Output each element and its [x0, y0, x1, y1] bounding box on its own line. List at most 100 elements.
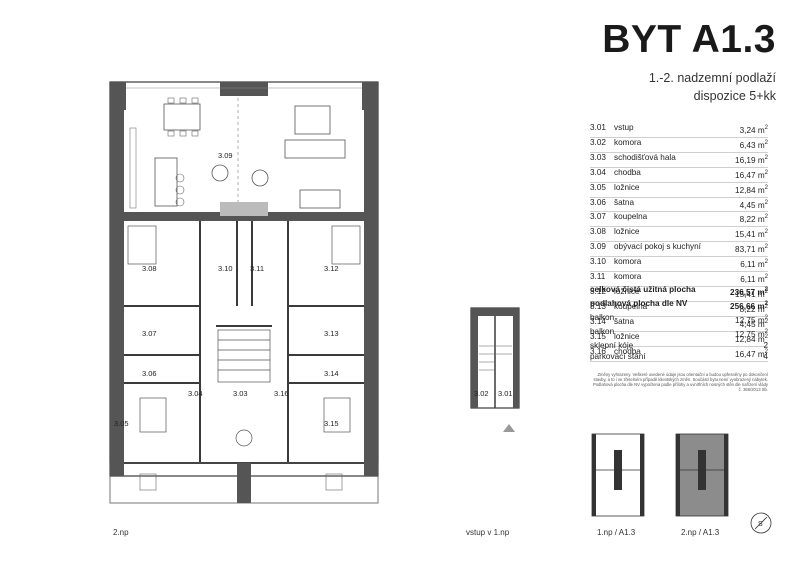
room-area: 8,22	[739, 304, 756, 314]
extra-value: 4	[763, 351, 768, 361]
room-name: obývací pokoj s kuchyní	[614, 242, 701, 252]
room-name: ložnice	[614, 227, 640, 237]
extra-value: 12,75	[735, 329, 756, 339]
mini-plan-1np	[591, 433, 645, 517]
room-label-314: 3.14	[324, 369, 339, 378]
room-name: komora	[614, 272, 642, 282]
room-name: ložnice	[614, 182, 640, 192]
plan-label-entry: vstup v 1.np	[466, 528, 510, 537]
plan-label-mini-2np: 2.np / A1.3	[681, 528, 720, 537]
room-area: 16,19	[735, 155, 756, 165]
plan-label-mini-1np: 1.np / A1.3	[597, 528, 636, 537]
extra-row: parkovací stání 4	[590, 352, 768, 363]
disclaimer-note: Změny vyhrazeny. Veškeré uvedené údaje j…	[592, 372, 768, 392]
room-area: 4,45	[739, 200, 756, 210]
room-code: 3.06	[590, 197, 606, 207]
room-code: 3.02	[590, 137, 606, 147]
room-name: vstup	[614, 123, 634, 132]
net-area-value: 236,57	[730, 288, 756, 297]
net-area-label: celková čistá užitná plocha	[590, 285, 696, 294]
room-area: 15,41	[735, 230, 756, 240]
room-label-309: 3.09	[218, 151, 233, 160]
room-name: chodba	[614, 167, 641, 177]
room-label-306: 3.06	[142, 369, 157, 378]
room-name: koupelna	[614, 212, 648, 222]
room-name: schodišťová hala	[614, 152, 676, 162]
room-code: 3.10	[590, 257, 606, 267]
extra-name: balkon	[590, 313, 615, 322]
room-area: 6,11	[740, 275, 756, 285]
room-code: 3.11	[590, 272, 606, 282]
extra-name: balkon	[590, 326, 615, 336]
room-area: 6,43	[739, 140, 756, 150]
room-name: šatna	[614, 316, 635, 326]
room-code: 3.04	[590, 167, 606, 177]
room-code: 3.16	[590, 346, 606, 356]
room-code: 3.01	[590, 123, 606, 132]
room-name: chodba	[614, 346, 641, 356]
room-area: 12,84	[735, 185, 756, 195]
room-label-301: 3.01	[498, 389, 513, 398]
floor-area-value: 256,66	[730, 301, 756, 311]
room-code: 3.13	[590, 301, 606, 311]
extra-name: sklepní kóje	[590, 340, 634, 350]
room-code: 3.15	[590, 331, 606, 341]
room-area: 83,71	[735, 245, 756, 255]
room-area: 12,84	[735, 334, 756, 344]
svg-text:S: S	[758, 521, 763, 528]
room-code: 3.08	[590, 227, 606, 237]
room-name: koupelna	[614, 301, 648, 311]
room-name: šatna	[614, 197, 635, 207]
room-label-308: 3.08	[142, 264, 157, 273]
room-area: 16,47	[735, 349, 756, 359]
extra-name: parkovací stání	[590, 351, 646, 361]
room-code: 3.14	[590, 316, 606, 326]
room-label-315: 3.15	[324, 419, 339, 428]
room-label-312: 3.12	[324, 264, 339, 273]
plan-label-2np: 2.np	[113, 528, 129, 537]
extra-value: 12,75	[735, 316, 756, 325]
room-label-311: 3.11	[250, 264, 264, 273]
mini-plan-2np	[675, 433, 729, 517]
room-label-303: 3.03	[233, 389, 248, 398]
room-name: komora	[614, 257, 642, 267]
room-code: 3.03	[590, 152, 606, 162]
room-area: 15,41	[735, 289, 756, 299]
room-label-304: 3.04	[188, 389, 203, 398]
totals: celková čistá užitná plocha 236,57 m2 po…	[590, 285, 768, 312]
room-area: 6,11	[740, 260, 756, 270]
floor-area-label: podlahová plocha dle NV	[590, 298, 688, 308]
room-name: komora	[614, 137, 642, 147]
apartment-title: BYT A1.3	[602, 18, 776, 61]
room-label-302: 3.02	[474, 389, 489, 398]
net-area-row: celková čistá užitná plocha 236,57 m2	[590, 285, 768, 297]
room-label-305: 3.05	[114, 419, 129, 428]
room-code: 3.12	[590, 286, 606, 296]
room-name: ložnice	[614, 331, 640, 341]
floors-subtitle: 1.-2. nadzemní podlaží	[648, 71, 776, 85]
floor-area-row: podlahová plocha dle NV 256,66 m2	[590, 298, 768, 311]
room-name: ložnice	[614, 286, 640, 296]
entry-plan-1np: 3.02 3.01	[470, 307, 520, 432]
north-arrow-icon: S	[750, 512, 772, 534]
